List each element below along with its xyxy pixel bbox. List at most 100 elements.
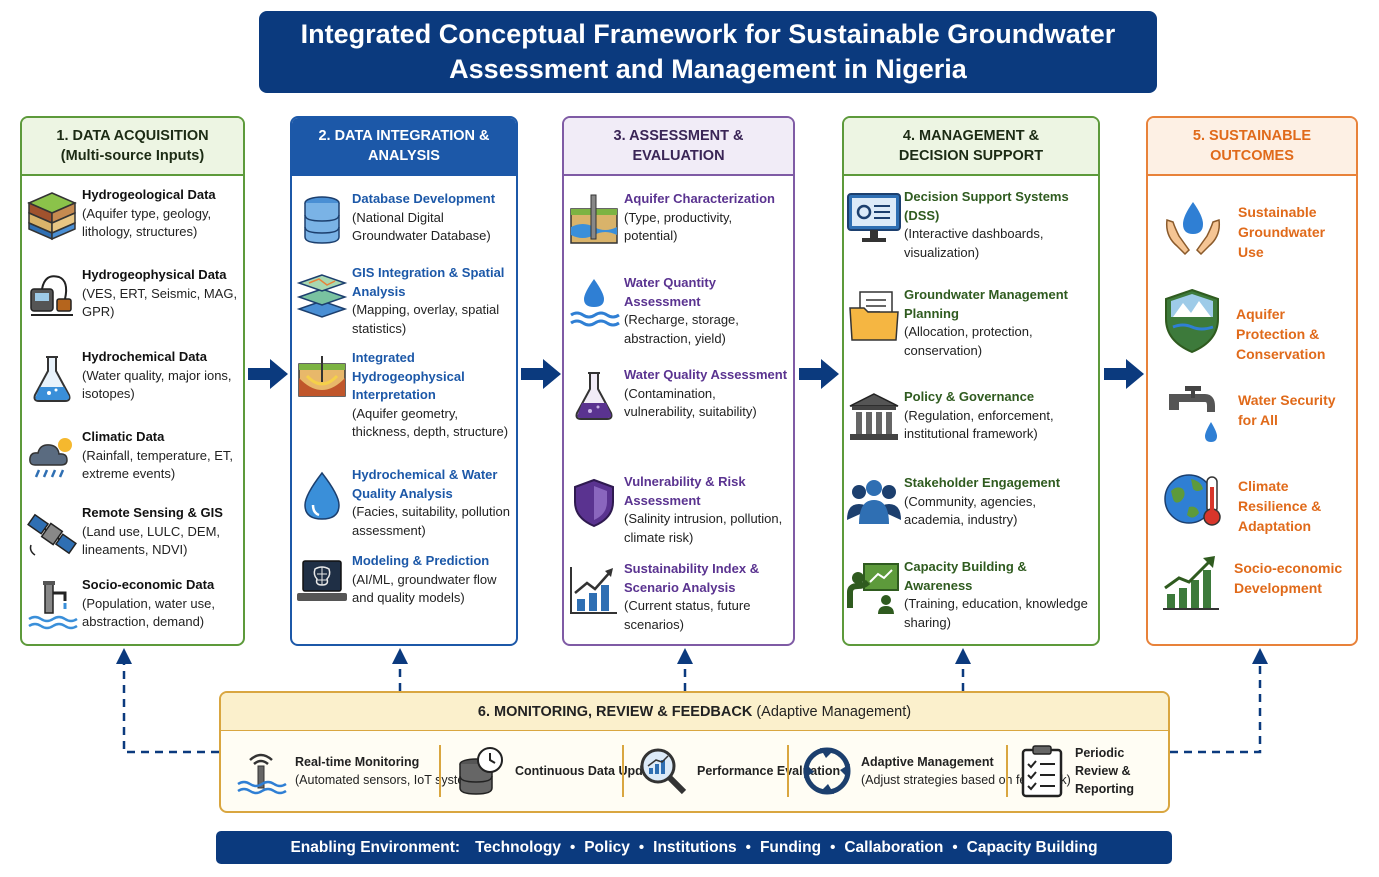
item-title: Capacity Building & Awareness [904, 559, 1027, 593]
item-title: Hydrogeological Data [82, 187, 216, 202]
item-description: (Interactive dashboards, visualization) [904, 226, 1044, 260]
item-description: (Facies, suitability, pollution assessme… [352, 504, 510, 538]
bullet-separator: • [745, 839, 751, 856]
column-heading: 1. DATA ACQUISITION (Multi-source Inputs… [22, 118, 243, 176]
drop-waves-icon [564, 274, 624, 334]
feedback-item-title: Adaptive Management [861, 755, 994, 769]
column-heading: 2. DATA INTEGRATION & ANALYSIS [292, 118, 516, 176]
list-item: Remote Sensing & GIS (Land use, LULC, DEM… [22, 504, 243, 564]
item-title: Sustainable Groundwater Use [1238, 204, 1326, 260]
people-group-icon [844, 474, 904, 534]
item-description: (Salinity intrusion, pollution, climate … [624, 511, 783, 545]
item-description: (Community, agencies, academia, industry… [904, 493, 1036, 528]
list-item: GIS Integration & Spatial Analysis(Mappi… [292, 264, 516, 338]
faucet-drop-icon [1148, 378, 1238, 448]
heading-line-2: DECISION SUPPORT [898, 148, 1044, 164]
list-item: Hydrogeological Data(Aquifer type, geolo… [22, 186, 243, 246]
item-title: Remote Sensing & GIS [82, 505, 223, 520]
list-item: Water Quality Assessment(Contamination, … [564, 366, 793, 426]
list-item: Hydrochemical Data(Water quality, major … [22, 348, 243, 408]
feedback-heading-bold: 6. MONITORING, REVIEW & FEEDBACK [477, 703, 753, 720]
heading-line-1: 2. DATA INTEGRATION & [318, 128, 490, 144]
feedback-heading-rest: (Adaptive Management) [752, 703, 912, 720]
feedback-item-description: (Automated sensors, IoT systems) [295, 773, 486, 787]
database-clock-icon [453, 743, 509, 799]
list-item: Water Security for All [1148, 378, 1356, 448]
arrow-right-icon [1104, 359, 1144, 389]
database-icon [292, 190, 352, 250]
geophysics-instrument-icon [22, 266, 82, 326]
list-item: Modeling & Prediction(AI/ML, groundwater… [292, 552, 516, 612]
item-title: Socio-economic Development [1234, 560, 1343, 596]
feedback-item: Real-time Monitoring (Automated sensors, … [233, 739, 485, 803]
column-heading: 4. MANAGEMENT & DECISION SUPPORT [844, 118, 1098, 176]
item-title: Decision Support Systems (DSS) [904, 189, 1069, 223]
title-line-2: Assessment and Management in Nigeria [449, 54, 967, 84]
item-title: GIS Integration & Spatial Analysis [352, 265, 505, 299]
dashboard-monitor-icon [844, 188, 904, 248]
heading-line-1: 4. MANAGEMENT & [902, 128, 1040, 144]
bullet-separator: • [830, 839, 836, 856]
feedback-item-description: (Adjust strategies based on feedback) [861, 773, 1071, 787]
gis-layers-icon [292, 264, 352, 324]
cycle-arrows-icon [799, 743, 855, 799]
item-description: (Rainfall, temperature, ET, extreme even… [82, 447, 234, 482]
ai-laptop-icon [292, 552, 352, 612]
list-item: Database Development(National Digital Gr… [292, 190, 516, 250]
heading-line-1: 5. SUSTAINABLE [1192, 128, 1312, 144]
enabling-item: Policy [584, 838, 630, 856]
clipboard-checklist-icon [1015, 743, 1069, 799]
item-title: Sustainability Index & Scenario Analysis [624, 561, 760, 595]
globe-thermometer-icon [1148, 464, 1238, 534]
list-item: Climatic Data (Rainfall, temperature, ET,… [22, 428, 243, 488]
feedback-item: Continuous Data Update [453, 739, 661, 803]
item-description: (Population, water use, abstraction, dem… [82, 595, 215, 630]
monitoring-feedback-panel: 6. MONITORING, REVIEW & FEEDBACK (Adapti… [219, 691, 1170, 813]
shield-icon [564, 473, 624, 533]
feedback-item: Periodic Review & Reporting [1015, 739, 1168, 803]
item-title: Hydrochemical & Water Quality Analysis [352, 467, 498, 501]
heading-line-1: 3. ASSESSMENT & [613, 128, 744, 144]
column-data-acquisition: 1. DATA ACQUISITION (Multi-source Inputs… [20, 116, 245, 646]
divider [787, 745, 789, 797]
list-item: Aquifer Protection & Conservation [1148, 286, 1356, 364]
feedback-item: Adaptive Management (Adjust strategies ba… [799, 739, 1071, 803]
purple-flask-icon [564, 366, 624, 426]
enabling-item: Funding [759, 838, 822, 856]
enabling-item: Institutions [653, 838, 737, 856]
item-description: (Land use, LULC, DEM, lineaments, NDVI) [82, 523, 221, 558]
list-item: Socio-economic Development [1148, 550, 1356, 614]
list-item: Sustainability Index & Scenario Analysis… [564, 560, 793, 634]
item-title: Climatic Data [82, 429, 165, 444]
item-title: Stakeholder Engagement [904, 475, 1061, 490]
item-title: Policy & Governance [904, 389, 1035, 404]
feedback-item-title: Periodic Review & Reporting [1075, 746, 1135, 796]
item-description: (Aquifer geometry, thickness, depth, str… [352, 405, 509, 440]
feedback-item-title: Real-time Monitoring [295, 755, 420, 769]
water-drop-icon [292, 466, 352, 526]
water-tap-icon [22, 576, 82, 636]
list-item: Hydrochemical & Water Quality Analysis(F… [292, 466, 516, 540]
list-item: Climate Resilience & Adaptation [1148, 464, 1356, 536]
growth-bars-icon [1148, 550, 1234, 614]
bullet-separator: • [638, 839, 645, 856]
divider [1006, 745, 1008, 797]
aquifer-well-icon [564, 190, 624, 250]
satellite-icon [22, 504, 82, 564]
hands-drop-icon [1148, 198, 1238, 258]
item-title: Socio-economic Data [82, 577, 215, 592]
teaching-board-icon [844, 558, 904, 618]
item-title: Integrated Hydrogeophysical Interpretati… [352, 350, 465, 402]
item-title: Water Quantity Assessment [624, 275, 716, 309]
item-title: Water Security for All [1238, 392, 1336, 428]
rain-cloud-icon [22, 428, 82, 488]
list-item: Hydrogeophysical Data(VES, ERT, Seismic,… [22, 266, 243, 326]
item-title: Modeling & Prediction [352, 553, 490, 568]
list-item: Aquifer Characterization(Type, productiv… [564, 190, 793, 250]
column-heading: 5. SUSTAINABLE OUTCOMES [1148, 118, 1356, 176]
item-description: (Mapping, overlay, spatial statistics) [352, 302, 500, 336]
enabling-item: Technology [475, 838, 561, 856]
heading-line-1: 1. DATA ACQUISITION [56, 128, 209, 144]
item-description: (Water quality, major ions, isotopes) [82, 367, 232, 402]
heading-line-2: ANALYSIS [368, 148, 440, 164]
